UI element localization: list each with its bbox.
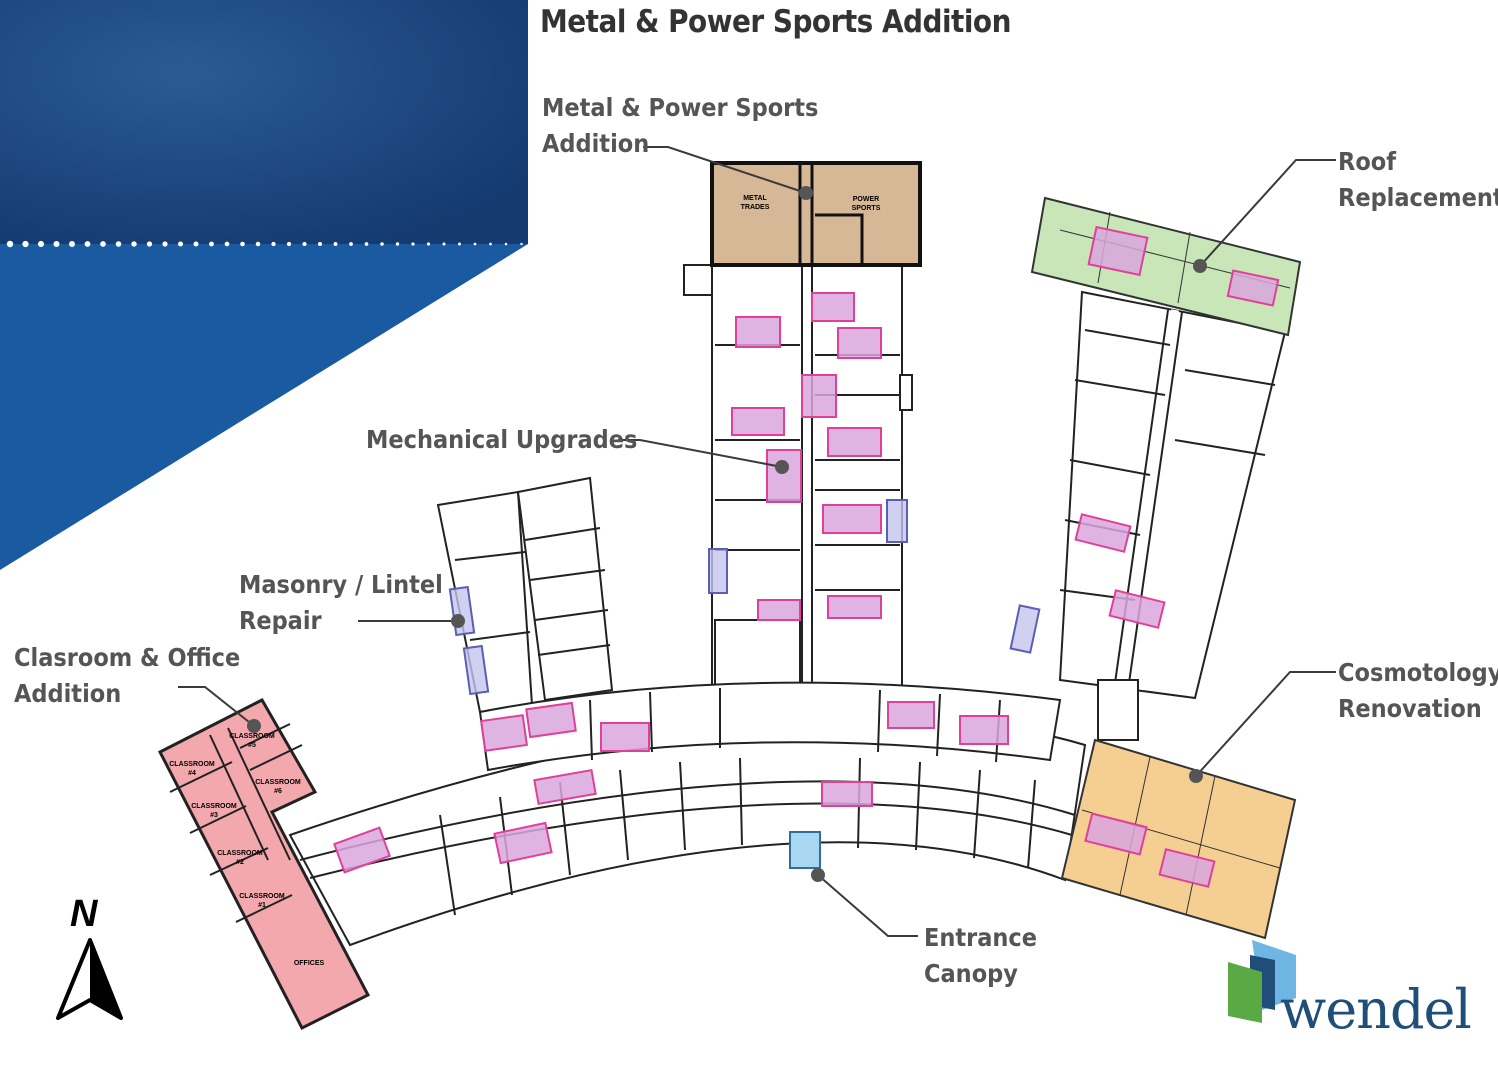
callout-metal-power-sports-line2: Addition: [542, 129, 650, 158]
callout-masonry-repair: Masonry / Lintel Repair: [239, 567, 443, 639]
callout-classroom-line1: Clasroom & Office: [14, 643, 241, 672]
west-wing: [436, 476, 614, 714]
page-title: Metal & Power Sports Addition: [540, 4, 1011, 40]
classroom-room-label: CLASSROOM: [229, 733, 275, 740]
divider-dot: [318, 242, 322, 246]
callout-cosmetology-renovation: Cosmotology Renovation: [1338, 655, 1498, 727]
divider-dot: [115, 241, 122, 247]
metal-power-sports-addition: [710, 161, 922, 267]
metal-trades-label-2: TRADES: [741, 204, 770, 211]
divider-dot: [177, 241, 184, 247]
classroom-office-addition: [157, 698, 371, 1031]
divider-dot: [209, 241, 214, 247]
classroom-room-label: CLASSROOM: [169, 761, 215, 768]
callout-masonry-line1: Masonry / Lintel: [239, 570, 443, 599]
divider-dot: [271, 241, 276, 247]
divider-dot: [255, 241, 261, 247]
divider-dot: [411, 242, 415, 246]
blue-triangle: [0, 244, 528, 570]
callout-roof-replacement: Roof Replacement: [1338, 144, 1498, 216]
metal-trades-label-1: METAL: [743, 195, 767, 202]
divider-dot: [364, 242, 369, 246]
mechanical-upgrade-markers: [333, 225, 1280, 888]
classroom-room-number: #1: [258, 902, 266, 909]
divider-dot: [395, 242, 400, 246]
divider-dot: [100, 241, 106, 247]
divider-dot: [302, 241, 307, 247]
divider-dot: [442, 242, 446, 246]
classroom-room-labels: CLASSROOM#5CLASSROOM#4CLASSROOM#6CLASSRO…: [169, 733, 324, 967]
callout-cosmetology-line2: Renovation: [1338, 694, 1482, 723]
callout-roof-line2: Replacement: [1338, 183, 1498, 212]
callout-classroom-office-addition: Clasroom & Office Addition: [14, 640, 240, 712]
northeast-wing: [1058, 290, 1287, 741]
callout-metal-power-sports: Metal & Power Sports Addition: [542, 90, 818, 162]
masonry-repair-markers: [448, 499, 1041, 696]
classroom-room-label: CLASSROOM: [255, 779, 301, 786]
north-label: N: [70, 893, 98, 935]
classroom-room-number: #3: [210, 812, 218, 819]
cosmetology-area: [1060, 738, 1297, 940]
classroom-room-label: OFFICES: [294, 960, 325, 967]
callout-entrance-line2: Canopy: [924, 959, 1018, 988]
divider-dot: [286, 241, 292, 247]
divider-dot: [520, 242, 523, 246]
callout-metal-power-sports-line1: Metal & Power Sports: [542, 93, 819, 122]
callout-entrance-line1: Entrance: [924, 923, 1038, 952]
classroom-room-label: CLASSROOM: [191, 803, 237, 810]
divider-dot: [504, 242, 508, 246]
power-sports-label-2: SPORTS: [852, 205, 881, 212]
wendel-wordmark: wendel: [1280, 978, 1472, 1041]
divider-dot: [333, 242, 338, 246]
divider-dot: [426, 242, 431, 246]
classroom-room-number: #4: [188, 770, 196, 777]
north-arrow-icon: [56, 938, 123, 1020]
divider-dot: [380, 242, 384, 246]
classroom-room-number: #5: [248, 742, 256, 749]
dotted-divider: [6, 240, 523, 248]
divider-dot: [84, 241, 91, 247]
callout-mechanical-upgrades: Mechanical Upgrades: [366, 425, 638, 454]
wendel-logo-icon: [1228, 940, 1296, 1023]
divider-dot: [349, 242, 353, 246]
divider-dot: [458, 242, 461, 246]
divider-dot: [193, 241, 199, 247]
classroom-room-label: CLASSROOM: [217, 850, 263, 857]
divider-dot: [473, 242, 477, 246]
classroom-room-number: #6: [274, 788, 282, 795]
callout-dots: [247, 186, 1207, 882]
divider-dot: [37, 240, 45, 248]
divider-dot: [53, 240, 60, 248]
callout-cosmetology-line1: Cosmotology: [1338, 658, 1498, 687]
power-sports-label-1: POWER: [853, 196, 879, 203]
divider-dot: [6, 240, 14, 248]
callout-entrance-canopy: Entrance Canopy: [924, 920, 1037, 992]
divider-dot: [224, 241, 230, 247]
navy-panel: [0, 0, 528, 244]
divider-dot: [162, 241, 168, 247]
divider-dot: [146, 241, 153, 247]
callout-masonry-line2: Repair: [239, 606, 322, 635]
classroom-room-number: #2: [236, 859, 244, 866]
entrance-canopy: [789, 831, 821, 869]
callout-leader-lines: [178, 146, 1336, 937]
divider-dot: [489, 242, 492, 246]
divider-dot: [240, 241, 245, 247]
callout-roof-line1: Roof: [1338, 147, 1397, 176]
callout-classroom-line2: Addition: [14, 679, 122, 708]
divider-dot: [22, 240, 29, 248]
divider-dot: [69, 241, 75, 247]
classroom-room-label: CLASSROOM: [239, 893, 285, 900]
divider-dot: [131, 241, 137, 247]
